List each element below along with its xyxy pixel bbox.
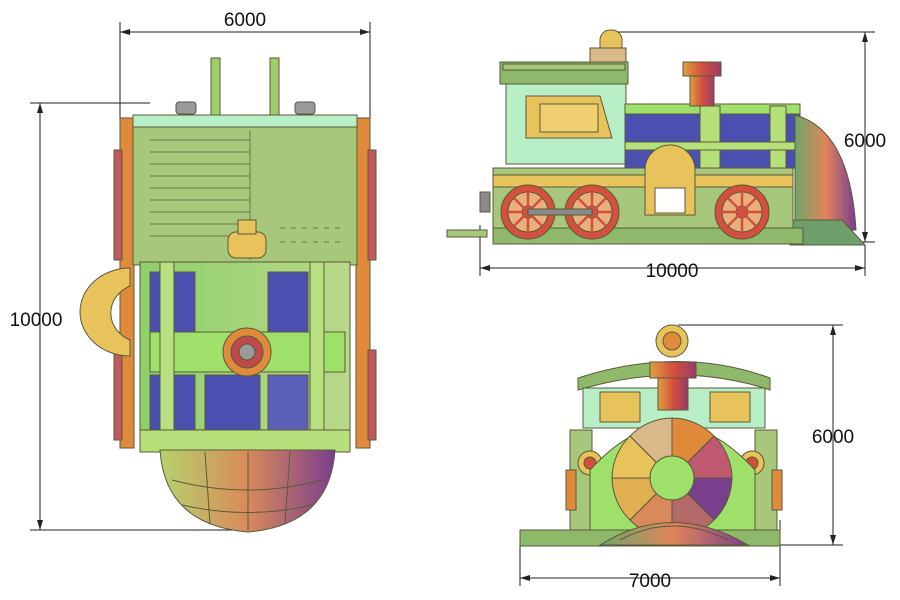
side-view-length-dimension: 10000 [479, 225, 866, 282]
front-cowl [598, 522, 750, 546]
top-bump-right [294, 101, 316, 115]
front-view-width-label: 7000 [629, 571, 671, 592]
side-view: 6000 10000 [446, 29, 886, 282]
side-view-height-label: 6000 [844, 131, 886, 152]
right-side-rail [355, 117, 371, 449]
side-chimney [682, 61, 722, 77]
top-view: 6000 10000 [10, 10, 377, 533]
side-ring [79, 267, 131, 357]
front-view-height-label: 6000 [812, 427, 854, 448]
pipe-left [210, 57, 221, 119]
side-view-length-label: 10000 [646, 261, 699, 282]
top-view-width-dimension: 6000 [119, 10, 371, 120]
side-wheel-3 [714, 184, 770, 240]
front-view-height-dimension: 6000 [678, 324, 854, 546]
top-view-length-label: 10000 [10, 310, 63, 331]
front-chimney [649, 361, 697, 379]
side-coupling-rod [527, 208, 593, 216]
front-view: 6000 7000 [519, 324, 854, 592]
top-bump-left [175, 101, 197, 115]
side-coupler [446, 229, 488, 238]
top-view-width-label: 6000 [224, 10, 266, 31]
side-nose [794, 114, 857, 231]
top-view-length-dimension: 10000 [10, 102, 260, 531]
pipe-right [269, 57, 280, 119]
front-cab-roof [577, 361, 771, 391]
front-boiler-face [611, 417, 733, 539]
top-bell [227, 231, 267, 259]
